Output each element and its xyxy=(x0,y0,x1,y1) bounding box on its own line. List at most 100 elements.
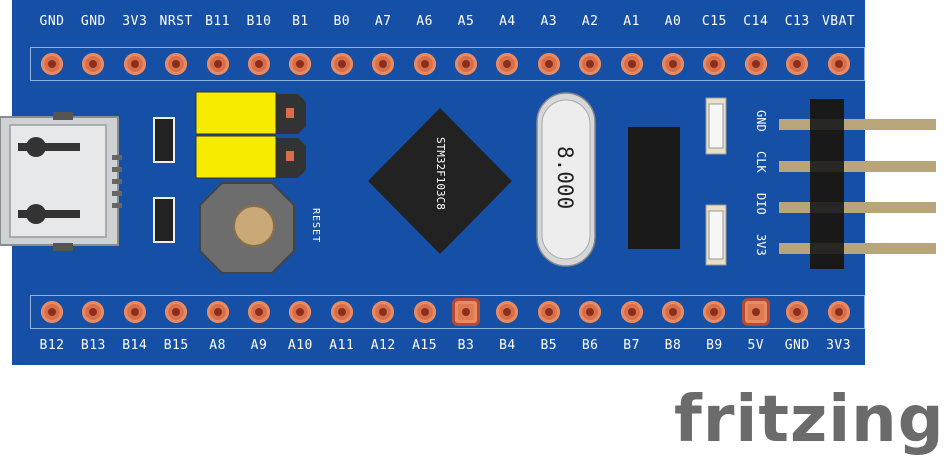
mcu-label: STM32F103C8 xyxy=(434,137,447,210)
top-pin-pad xyxy=(662,53,684,75)
bottom-pin-label: B13 xyxy=(80,338,106,353)
crystal-label: 8.000 xyxy=(553,146,577,210)
bottom-pin-label: 3V3 xyxy=(826,338,852,353)
top-pin-label: A2 xyxy=(581,14,599,29)
bottom-pin-label: A11 xyxy=(329,338,355,353)
voltage-regulator xyxy=(628,127,680,249)
bottom-pin-pad xyxy=(703,301,726,323)
top-pin-pad xyxy=(579,53,602,75)
top-pin-pad xyxy=(330,53,353,75)
top-pin-pad xyxy=(455,53,477,75)
bottom-pin-label: B15 xyxy=(163,338,189,353)
bottom-pin-pad xyxy=(165,301,188,323)
bottom-header-row xyxy=(30,295,865,329)
bottom-pin-pad xyxy=(206,301,229,323)
top-pin-pad xyxy=(703,53,726,75)
top-pin-pad xyxy=(165,53,188,75)
swd-label-clk: CLK xyxy=(754,151,768,173)
bottom-pin-label: A12 xyxy=(370,338,396,353)
boot-jumper xyxy=(195,91,306,179)
top-pin-label: A1 xyxy=(623,14,640,29)
top-pin-pad xyxy=(413,53,436,75)
bottom-pin-pad xyxy=(413,301,436,323)
top-pin-label: A7 xyxy=(374,14,392,29)
bottom-pin-label: B14 xyxy=(122,338,148,353)
bottom-pin-label: B9 xyxy=(706,338,723,353)
reset-label: RESET xyxy=(310,208,321,244)
top-pin-pad xyxy=(827,53,850,75)
top-pin-label: A6 xyxy=(416,14,433,29)
top-pin-label: A4 xyxy=(499,14,516,29)
bottom-pin-pad xyxy=(744,301,767,323)
bottom-pin-pad xyxy=(620,301,643,323)
bottom-pin-label: 5V xyxy=(747,338,765,353)
usb-connector xyxy=(0,112,122,251)
mcu-chip xyxy=(368,108,512,254)
top-pin-label: B0 xyxy=(333,14,351,29)
bottom-pin-label: B6 xyxy=(581,338,599,353)
smd-component xyxy=(153,117,175,163)
top-pin-label: C13 xyxy=(784,14,810,29)
reset-button xyxy=(199,182,295,274)
top-pin-pad xyxy=(289,53,312,75)
bottom-pin-pad xyxy=(82,301,105,323)
top-pin-pad xyxy=(786,53,809,75)
bottom-pin-pad xyxy=(537,301,560,323)
bottom-pin-label: A10 xyxy=(287,338,313,353)
top-pin-pad xyxy=(82,53,105,75)
top-pin-pad xyxy=(372,53,395,75)
top-pin-label: B11 xyxy=(205,14,231,29)
fritzing-logo: fritzing xyxy=(674,383,945,457)
top-pin-label: B10 xyxy=(246,14,272,29)
swd-label-dio: DIO xyxy=(754,193,768,215)
top-pin-label: GND xyxy=(39,14,65,29)
top-pin-pad xyxy=(248,53,270,75)
bottom-pin-label: B4 xyxy=(499,338,516,353)
top-pin-pad xyxy=(537,53,560,75)
bottom-pin-pad xyxy=(123,301,146,323)
bottom-pin-pad xyxy=(579,301,602,323)
top-pin-pad xyxy=(620,53,643,75)
bottom-pin-pad xyxy=(455,301,477,323)
top-pin-label: C14 xyxy=(743,14,769,29)
swd-header xyxy=(779,99,936,269)
top-pin-label: GND xyxy=(80,14,106,29)
top-pin-pad xyxy=(123,53,146,75)
crystal xyxy=(536,92,596,267)
bottom-pin-pad xyxy=(786,301,809,323)
top-pin-pad xyxy=(41,53,63,75)
bottom-pin-pad xyxy=(496,301,519,323)
bottom-pin-label: B5 xyxy=(540,338,558,353)
led xyxy=(705,97,727,266)
bottom-pin-label: B7 xyxy=(623,338,640,353)
bottom-pin-pad xyxy=(289,301,312,323)
top-header-row xyxy=(30,47,865,81)
bottom-pin-label: B3 xyxy=(457,338,475,353)
top-pin-label: 3V3 xyxy=(122,14,148,29)
bottom-pin-label: A8 xyxy=(209,338,226,353)
top-pin-label: B1 xyxy=(292,14,309,29)
top-pin-label: A5 xyxy=(457,14,475,29)
bottom-pin-pad xyxy=(41,301,63,323)
top-pin-pad xyxy=(496,53,519,75)
bottom-pin-pad xyxy=(372,301,395,323)
top-pin-label: A0 xyxy=(664,14,682,29)
bottom-pin-pad xyxy=(330,301,353,323)
top-pin-pad xyxy=(206,53,229,75)
bottom-pin-pad xyxy=(662,301,684,323)
smd-component xyxy=(153,197,175,243)
top-pin-label: A3 xyxy=(540,14,558,29)
bottom-pin-label: A15 xyxy=(412,338,438,353)
swd-label-3v3: 3V3 xyxy=(754,234,768,256)
top-pin-label: C15 xyxy=(701,14,727,29)
bottom-pin-label: GND xyxy=(784,338,810,353)
top-pin-label: NRST xyxy=(159,14,193,29)
bottom-pin-label: B8 xyxy=(664,338,682,353)
swd-label-gnd: GND xyxy=(754,110,768,132)
bottom-pin-label: A9 xyxy=(250,338,268,353)
bottom-pin-pad xyxy=(827,301,850,323)
bottom-pin-label: B12 xyxy=(39,338,65,353)
top-pin-label: VBAT xyxy=(821,14,856,29)
top-pin-pad xyxy=(744,53,767,75)
